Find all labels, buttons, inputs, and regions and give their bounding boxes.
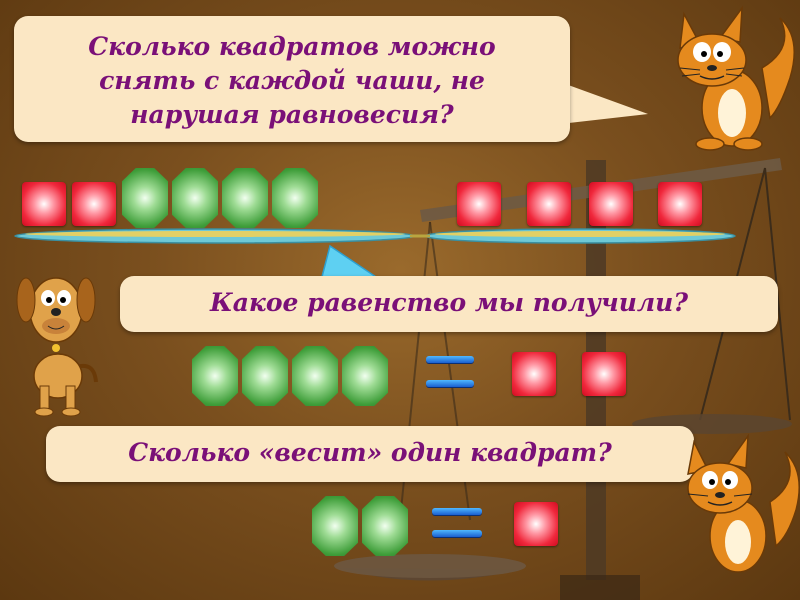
octagon-item[interactable] [222, 168, 268, 228]
question-1-text: Сколько квадратов можно снять с каждой ч… [88, 32, 496, 129]
square-item[interactable] [22, 182, 66, 226]
octagon-item [292, 346, 338, 406]
octagon-item[interactable] [172, 168, 218, 228]
octagon-item[interactable] [122, 168, 168, 228]
question-2-text: Какое равенство мы получили? [209, 288, 689, 317]
question-bubble-3: Сколько «весит» один квадрат? [46, 426, 694, 482]
octagon-item [342, 346, 388, 406]
question-bubble-1: Сколько квадратов можно снять с каждой ч… [14, 16, 570, 142]
octagon-item[interactable] [272, 168, 318, 228]
octagon-item [192, 346, 238, 406]
octagon-item [362, 496, 408, 556]
square-item[interactable] [589, 182, 633, 226]
question-bubble-2: Какое равенство мы получили? [120, 276, 778, 332]
square-item[interactable] [72, 182, 116, 226]
square-item[interactable] [658, 182, 702, 226]
octagon-item [312, 496, 358, 556]
square-item[interactable] [457, 182, 501, 226]
question-3-text: Сколько «весит» один квадрат? [128, 438, 612, 467]
square-item [512, 352, 556, 396]
octagon-item [242, 346, 288, 406]
square-item [514, 502, 558, 546]
square-item[interactable] [527, 182, 571, 226]
square-item [582, 352, 626, 396]
